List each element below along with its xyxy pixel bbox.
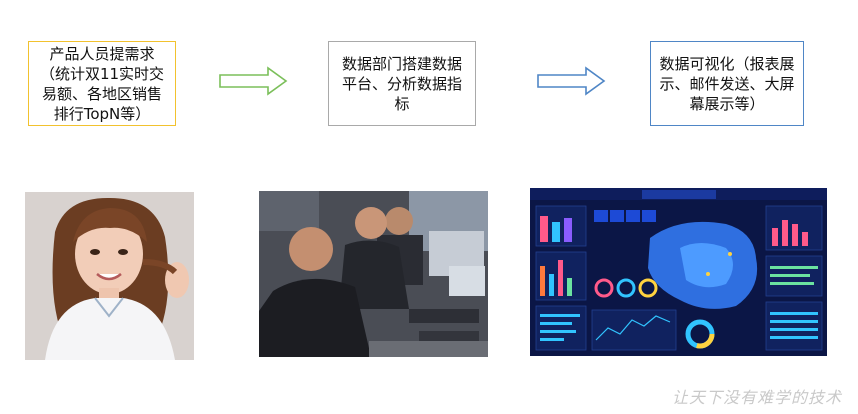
step-visualization-box: 数据可视化（报表展示、邮件发送、大屏幕展示等） bbox=[650, 41, 804, 126]
product-person-photo bbox=[25, 192, 194, 360]
step-data-platform-text: 数据部门搭建数据平台、分析数据指标 bbox=[341, 54, 462, 113]
step-data-platform-box: 数据部门搭建数据平台、分析数据指标 bbox=[328, 41, 476, 126]
step-visualization-text: 数据可视化（报表展示、邮件发送、大屏幕展示等） bbox=[659, 54, 795, 113]
step-product-requirements-text: 产品人员提需求（统计双11实时交易额、各地区销售排行TopN等） bbox=[39, 44, 165, 123]
dashboard-screenshot bbox=[530, 188, 827, 356]
step-product-requirements-box: 产品人员提需求（统计双11实时交易额、各地区销售排行TopN等） bbox=[28, 41, 176, 126]
blue-right-arrow-icon bbox=[537, 66, 606, 96]
watermark-text: 让天下没有难学的技术 bbox=[671, 388, 842, 407]
green-right-arrow-icon bbox=[219, 66, 288, 96]
data-engineers-photo bbox=[259, 191, 488, 357]
